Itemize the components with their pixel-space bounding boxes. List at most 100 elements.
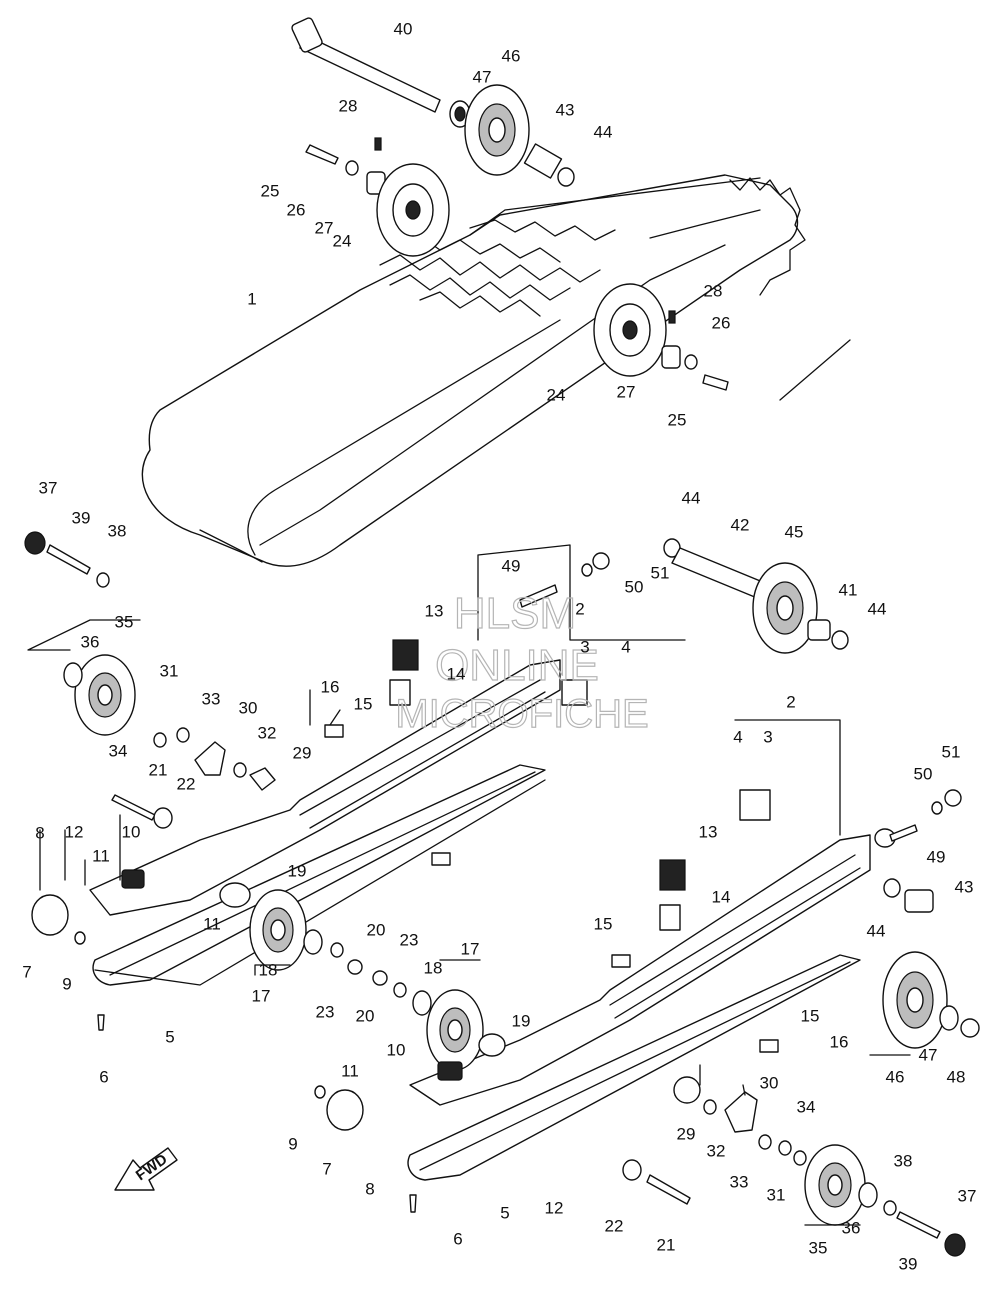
callout-label: 33 <box>730 1172 749 1191</box>
svg-text:HLSM: HLSM <box>454 589 576 638</box>
callout-label: 23 <box>400 930 419 949</box>
ring-32-right <box>703 1099 717 1115</box>
callout-label: 49 <box>927 847 946 866</box>
bearing-36-right <box>858 1182 878 1208</box>
callout-label: 38 <box>894 1151 913 1170</box>
leader-16-15 <box>309 689 341 726</box>
callout-label: 10 <box>387 1040 406 1059</box>
right-wheel-46 <box>882 951 948 1049</box>
idler-wheel-45 <box>752 562 818 654</box>
leader-left-bolts <box>39 829 86 891</box>
svg-text:MICROFICHE: MICROFICHE <box>395 692 648 736</box>
callout-label: 11 <box>203 914 221 933</box>
callout-label: 31 <box>767 1185 786 1204</box>
track-belt <box>141 174 806 567</box>
left-wheel-35 <box>74 654 136 736</box>
callout-label: 20 <box>356 1006 375 1025</box>
right-slide-rail <box>407 834 871 1181</box>
idler-wheel-46-upper <box>464 84 530 176</box>
callout-label: 49 <box>502 556 521 575</box>
spacer-19-right <box>478 1033 506 1057</box>
ring-32-left <box>233 762 247 778</box>
bolt-49-right <box>889 824 918 842</box>
spacer-27-lower <box>661 345 681 369</box>
collar-43-upper <box>523 143 563 179</box>
plate-22-right <box>622 1159 642 1181</box>
callout-label: 34 <box>797 1097 816 1116</box>
callout-label: 35 <box>809 1238 828 1257</box>
callout-label: 32 <box>258 723 277 742</box>
washer-37-right <box>944 1233 966 1257</box>
callout-label: 39 <box>899 1254 918 1273</box>
washer-26-upper <box>345 160 359 176</box>
callout-label: 25 <box>261 181 280 200</box>
watermark: HLSM ONLINE MICROFICHE <box>395 588 650 736</box>
callout-label: 16 <box>321 677 340 696</box>
callout-label: 37 <box>39 478 58 497</box>
callout-label: 44 <box>867 921 886 940</box>
callout-label: 13 <box>425 601 444 620</box>
callout-label: 25 <box>668 410 687 429</box>
callout-label: 24 <box>547 385 566 404</box>
bracket-3-right <box>739 789 771 821</box>
callout-label: 8 <box>365 1179 374 1198</box>
callout-label: 20 <box>367 920 386 939</box>
pad-13-right <box>659 859 686 891</box>
left-slider-5 <box>94 779 546 986</box>
bearing-47-right <box>939 1005 959 1031</box>
callout-label: 7 <box>22 962 31 981</box>
leader-track-dash <box>779 339 851 401</box>
washer-44-upper <box>557 167 575 187</box>
callout-label: 21 <box>149 760 168 779</box>
callout-label: 26 <box>287 200 306 219</box>
bolt-25-upper <box>305 144 339 165</box>
bearing-18-left <box>303 929 323 955</box>
callout-label: 43 <box>955 877 974 896</box>
slider-clip-14-right <box>659 904 681 931</box>
bolt-39-right <box>896 1211 941 1239</box>
callout-label: 45 <box>785 522 804 541</box>
callout-label: 9 <box>62 974 71 993</box>
callout-label: 6 <box>99 1067 108 1086</box>
clip-15-left-lower <box>431 852 451 866</box>
callout-labels: 40 46 47 43 44 28 25 26 27 24 1 28 26 24… <box>22 19 976 1273</box>
callout-label: 47 <box>473 67 492 86</box>
clip-15-right <box>611 954 631 968</box>
callout-label: 40 <box>394 19 413 38</box>
callout-label: 17 <box>461 939 480 958</box>
callout-label: 2 <box>786 692 795 711</box>
nut-51-right <box>944 789 962 807</box>
collar-41 <box>807 619 831 641</box>
callout-label: 26 <box>712 313 731 332</box>
bolt-49-upper <box>519 584 558 608</box>
bolt-39-left <box>46 544 91 575</box>
bracket-2-left <box>477 544 686 641</box>
callout-label: 12 <box>545 1198 564 1217</box>
callout-label: 19 <box>288 861 307 880</box>
stopper-29-right <box>673 1076 701 1104</box>
callout-label: 13 <box>699 822 718 841</box>
callout-label: 12 <box>65 822 84 841</box>
grease-nipple-28-upper <box>374 137 382 151</box>
callout-label: 34 <box>109 741 128 760</box>
leader-29-30 <box>699 1064 746 1096</box>
bolt-21-right <box>646 1174 691 1205</box>
callout-label: 38 <box>108 521 127 540</box>
ring-34-right <box>778 1140 792 1156</box>
callout-label: 28 <box>704 281 723 300</box>
callout-label: 29 <box>677 1124 696 1143</box>
callout-label: 50 <box>625 577 644 596</box>
nut-23-left <box>347 959 363 975</box>
callout-label: 14 <box>447 664 466 683</box>
callout-label: 3 <box>580 637 589 656</box>
washer-9-left <box>74 931 86 945</box>
runner-7-right <box>326 1089 364 1131</box>
washer-20-left <box>330 942 344 958</box>
callout-label: 37 <box>958 1186 977 1205</box>
wheel-24-upper <box>376 163 450 257</box>
callout-label: 10 <box>122 822 141 841</box>
grease-nipple-28-lower <box>668 310 676 324</box>
ring-33-right <box>758 1134 772 1150</box>
callout-label: 47 <box>919 1045 938 1064</box>
callout-label: 4 <box>733 727 742 746</box>
